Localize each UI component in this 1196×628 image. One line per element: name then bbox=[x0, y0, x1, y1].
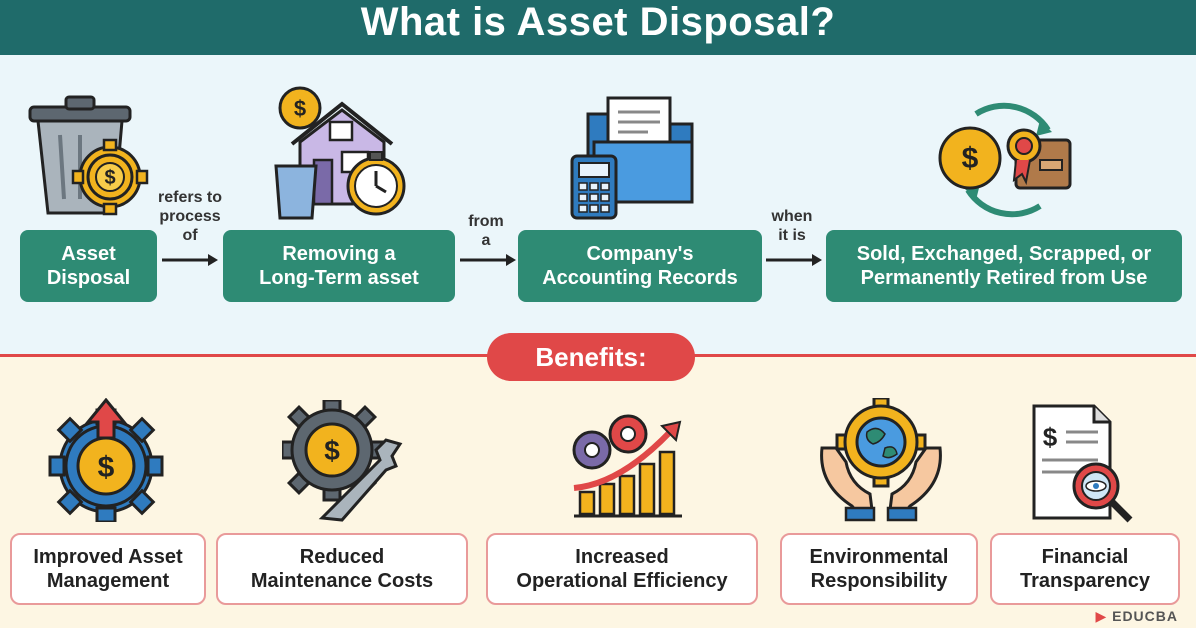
svg-text:$: $ bbox=[104, 167, 115, 189]
svg-text:$: $ bbox=[98, 451, 115, 484]
gear-dollar-up-arrow-icon: $ bbox=[48, 398, 164, 522]
header-bar: What is Asset Disposal? bbox=[0, 0, 1196, 55]
benefits-heading: Benefits: bbox=[487, 333, 695, 381]
arrow-right-icon bbox=[162, 254, 218, 266]
educba-logo: ▶ EDUCBA bbox=[1095, 608, 1178, 624]
gears-growth-chart-icon bbox=[572, 414, 682, 518]
gear-dollar-wrench-icon: $ bbox=[282, 400, 403, 522]
folder-calculator-icon bbox=[570, 96, 694, 220]
document-magnifier-icon: $ bbox=[1032, 404, 1133, 523]
arrow-right-icon bbox=[766, 254, 822, 266]
hands-globe-gear-icon bbox=[820, 398, 942, 522]
connector-refers-to: refers to process of bbox=[157, 189, 223, 244]
svg-text:$: $ bbox=[324, 435, 340, 466]
trash-bin-gear-dollar-icon: $ bbox=[28, 95, 149, 216]
page-title: What is Asset Disposal? bbox=[360, 0, 836, 44]
dollar-certificate-cycle-icon: $ bbox=[938, 102, 1072, 218]
svg-text:$: $ bbox=[294, 96, 306, 121]
arrow-right-icon bbox=[460, 254, 516, 266]
connector-from-a: from a bbox=[468, 213, 504, 249]
svg-text:$: $ bbox=[1043, 422, 1058, 452]
connector-when-it-is: when it is bbox=[771, 208, 813, 244]
house-dollar-clock-icon: $ bbox=[274, 86, 406, 220]
logo-mark-icon: ▶ bbox=[1095, 608, 1108, 624]
svg-text:$: $ bbox=[962, 142, 979, 175]
